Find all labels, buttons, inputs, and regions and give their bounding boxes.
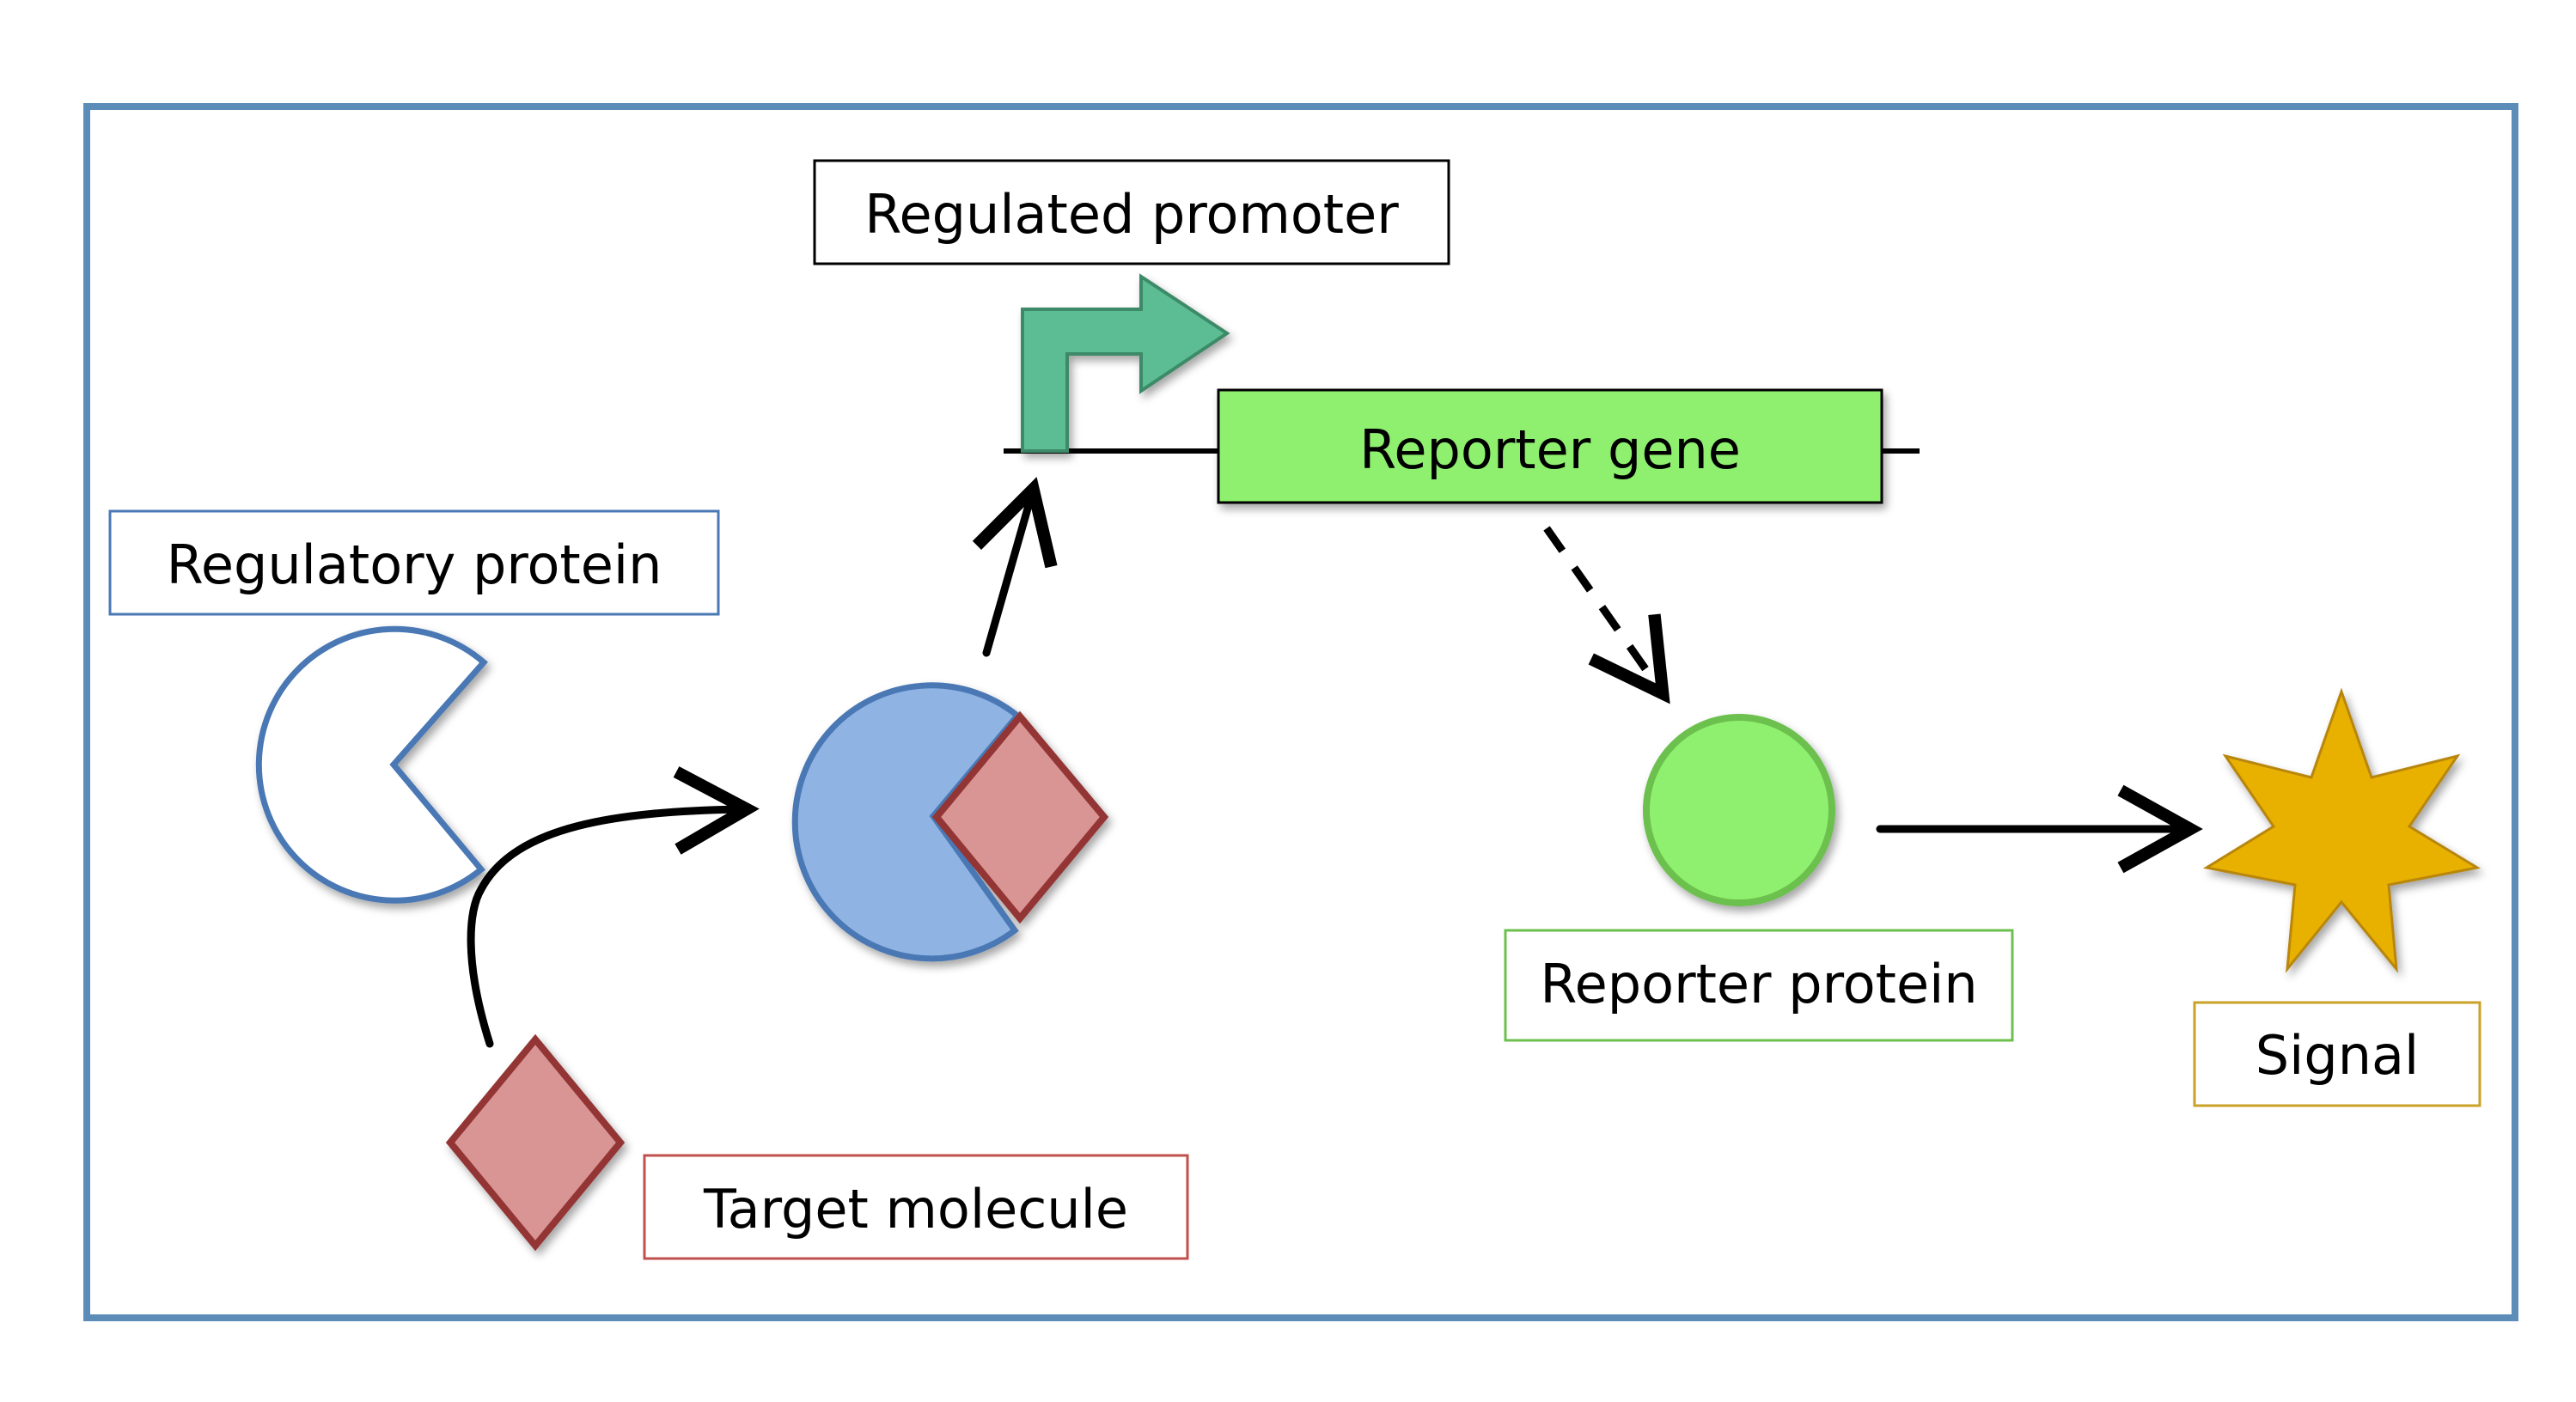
reporter-gene-label: Reporter gene: [1359, 418, 1741, 481]
reporter-gene-box: Reporter gene: [1217, 388, 1883, 504]
expression-arrow: [1543, 526, 1670, 704]
bound-regulatory-protein-icon: [791, 682, 1022, 962]
regulated-promoter-label-box: Regulated promoter: [813, 159, 1450, 265]
signal-label: Signal: [2256, 1024, 2419, 1087]
binding-arrow: [467, 766, 760, 1048]
regulated-promoter-label: Regulated promoter: [864, 183, 1399, 246]
reporter-protein-icon: [1643, 714, 1835, 906]
target-molecule-icon: [445, 1033, 626, 1252]
bound-target-molecule-icon: [931, 710, 1109, 924]
activation-arrow: [972, 477, 1058, 657]
promoter-arrow-icon: [1021, 273, 1230, 453]
target-molecule-label-box: Target molecule: [643, 1154, 1189, 1260]
regulatory-protein-label-box: Regulatory protein: [108, 509, 720, 616]
reporter-protein-label-box: Reporter protein: [1504, 929, 2014, 1042]
signal-star-icon: [2202, 687, 2481, 973]
reporter-protein-label: Reporter protein: [1540, 953, 1977, 1015]
protein-target-complex: [791, 682, 1109, 962]
diagram-frame: [83, 103, 2518, 1321]
signal-label-box: Signal: [2193, 1001, 2481, 1107]
regulatory-protein-icon: [255, 625, 488, 904]
regulatory-protein-label: Regulatory protein: [167, 533, 662, 596]
target-molecule-label: Target molecule: [703, 1178, 1128, 1240]
